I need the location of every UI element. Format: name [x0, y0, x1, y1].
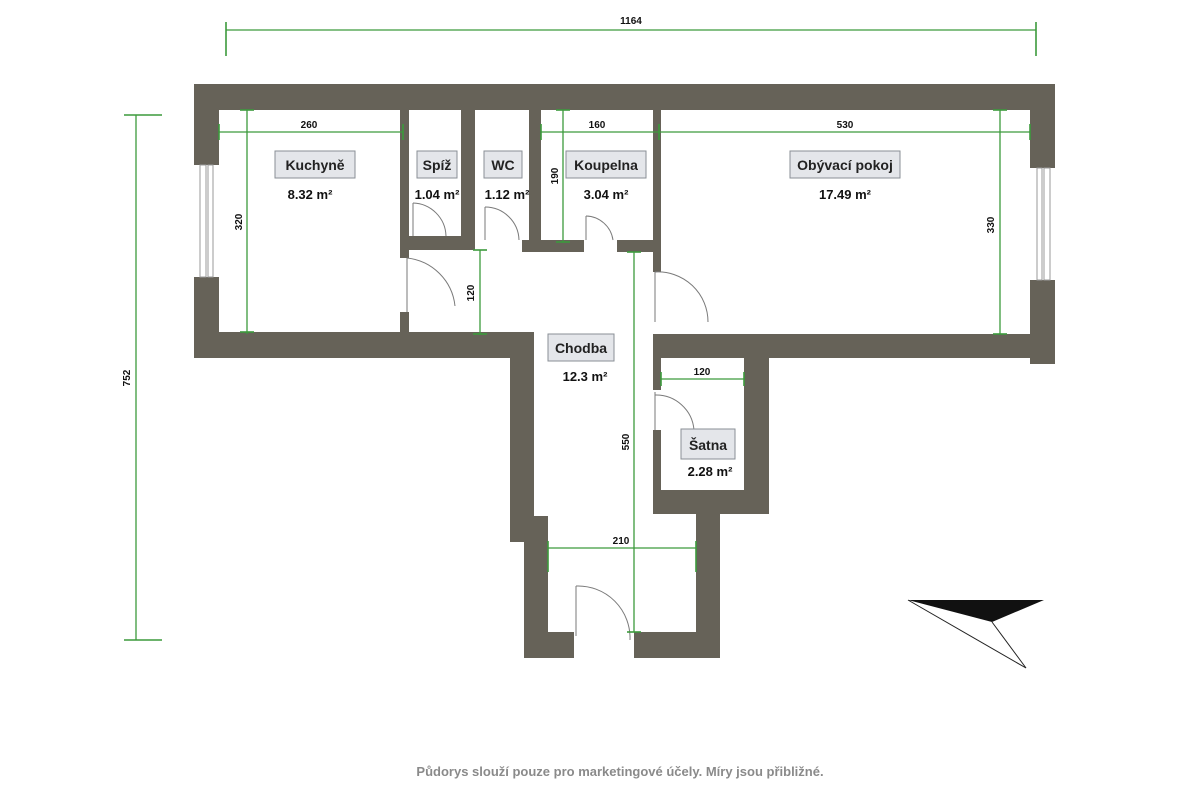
room-name-obyvak: Obývací pokoj	[797, 157, 893, 173]
doors	[406, 202, 709, 641]
wall-entry-right	[696, 512, 720, 658]
room-label-box-wc	[483, 150, 523, 179]
door-satna-arc	[654, 394, 695, 431]
dim-entry-width: 210	[613, 536, 630, 547]
door-kitchen-arc	[406, 257, 456, 307]
wall-kitchen-right-lower	[400, 312, 409, 334]
windows	[194, 164, 1055, 281]
wall-corridor-left	[510, 332, 534, 542]
disclaimer-note: Půdorys slouží pouze pro marketingové úč…	[416, 764, 824, 779]
dim-koupelna-height: 190	[550, 167, 561, 184]
room-area-kuchyne: 8.32 m²	[288, 187, 333, 202]
room-label-box-kuchyne	[274, 150, 356, 179]
dim-obyvak-height: 330	[986, 216, 997, 233]
room-area-chodba: 12.3 m²	[563, 369, 608, 384]
dim-kuchyne-width: 260	[301, 120, 318, 131]
wall-spiz-wc	[461, 110, 475, 250]
room-name-koupelna: Koupelna	[574, 157, 638, 173]
walls	[194, 84, 1055, 658]
dim-total-height: 752	[122, 369, 133, 386]
window-kitchen-pane2	[207, 164, 214, 278]
dim-chodba-length: 550	[621, 433, 632, 450]
window-living-pane	[1036, 167, 1043, 281]
door-living-arc	[654, 271, 709, 323]
room-labels: Kuchyně 8.32 m² Spíž 1.04 m² WC 1.12 m² …	[274, 150, 901, 479]
dim-obyvak-width: 530	[837, 120, 854, 131]
room-area-obyvak: 17.49 m²	[819, 187, 872, 202]
dimensions: 1164 752 260 320 160 190 530 330 120 120…	[122, 16, 1037, 641]
dim-satna-width: 120	[694, 367, 711, 378]
north-arrow-icon	[907, 599, 1044, 669]
room-label-box-spiz	[416, 150, 458, 179]
wall-spiz-bottom	[409, 236, 475, 250]
dim-koupelna-width: 160	[589, 120, 606, 131]
room-label-box-obyvak	[789, 150, 901, 179]
wall-bottom-left	[194, 332, 534, 358]
door-spiz-arc	[412, 202, 447, 237]
room-name-satna: Šatna	[689, 436, 727, 453]
room-name-spiz: Spíž	[423, 157, 452, 173]
wall-wc-bottom	[522, 240, 584, 252]
door-koupelna-arc	[585, 215, 614, 241]
wall-satna-left-lower	[653, 430, 661, 512]
room-area-satna: 2.28 m²	[688, 464, 733, 479]
room-area-spiz: 1.04 m²	[415, 187, 460, 202]
room-area-wc: 1.12 m²	[485, 187, 530, 202]
dim-kuchyne-height: 320	[234, 213, 245, 230]
room-name-kuchyne: Kuchyně	[285, 157, 344, 173]
wall-kitchen-right	[400, 110, 409, 258]
room-name-chodba: Chodba	[555, 340, 607, 356]
wall-koupelna-right	[653, 110, 661, 272]
room-name-wc: WC	[491, 157, 514, 173]
wall-top	[194, 84, 1054, 110]
room-area-koupelna: 3.04 m²	[584, 187, 629, 202]
room-label-box-satna	[680, 428, 736, 460]
window-kitchen-pane	[199, 164, 207, 278]
window-living-pane2	[1043, 167, 1051, 281]
room-label-box-koupelna	[565, 150, 647, 179]
wall-satna-right	[744, 358, 769, 514]
wall-satna-left-upper	[653, 334, 661, 390]
dim-total-width: 1164	[620, 16, 642, 27]
door-entry-arc	[575, 585, 631, 641]
wall-koupelna-bottom	[617, 240, 661, 252]
door-wc-arc	[484, 206, 520, 241]
room-label-box-chodba	[547, 333, 615, 362]
dim-passage-width: 120	[466, 284, 477, 301]
wall-wc-koupelna	[529, 110, 541, 252]
wall-satna-top	[661, 334, 769, 358]
wall-entry-bottom-left	[524, 632, 574, 658]
